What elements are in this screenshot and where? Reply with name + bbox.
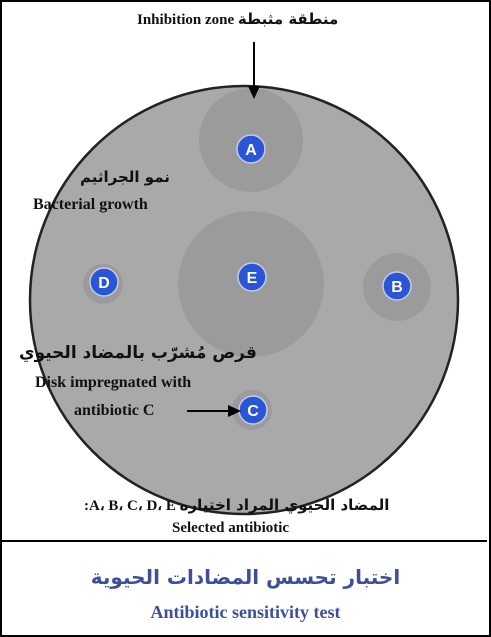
disk-d-label: D [98, 275, 110, 292]
caption-title-ar: اختبار تحسس المضادات الحيوية [0, 565, 491, 589]
inhibition-zone-label: Inhibition zone منطقة مثبطة [137, 10, 338, 29]
disk-e: E [238, 263, 266, 291]
caption-title-en: Antibiotic sensitivity test [0, 602, 491, 623]
disk-b-label: B [391, 279, 403, 296]
inhibition-zone-ar: منطقة مثبطة [238, 10, 338, 28]
disk-c: C [239, 396, 267, 424]
disk-impregnated-line1: Disk impregnated with [35, 374, 191, 392]
selected-antibiotic-label: Selected antibiotic [172, 520, 289, 537]
disk-c-label: C [247, 403, 259, 420]
disk-e-label: E [247, 270, 258, 287]
disk-impregnated-line2: antibiotic C [74, 402, 154, 420]
selected-antibiotic-line: المضاد الحيوي المراد اختياره A، B، C، D،… [84, 496, 389, 515]
disk-impregnated-ar: قرص مُشرّب بالمضاد الحيوي [19, 343, 257, 363]
disk-d: D [90, 268, 118, 296]
bacterial-growth-label: Bacterial growth [33, 196, 148, 214]
disk-a: A [237, 135, 265, 163]
inhibition-zone-en: Inhibition zone [137, 12, 234, 28]
bacterial-growth-ar: نمو الجراثيم [80, 168, 170, 186]
disk-b: B [383, 272, 411, 300]
selected-antibiotic-letters: A، B، C، D، E: [84, 498, 176, 514]
disk-a-label: A [245, 142, 257, 159]
selected-antibiotic-ar: المضاد الحيوي المراد اختياره [180, 496, 390, 514]
